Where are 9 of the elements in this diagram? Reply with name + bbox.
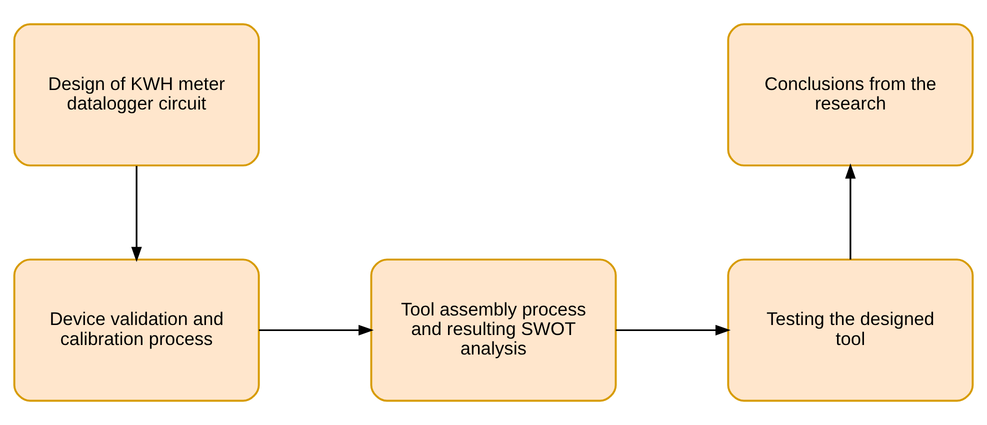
arrow — [845, 163, 856, 260]
arrow — [616, 324, 731, 336]
node-box: Device validation and calibration process — [13, 258, 260, 402]
arrow — [131, 166, 142, 262]
node-box: Testing the designed tool — [727, 258, 974, 402]
node-box: Conclusions from the research — [727, 23, 974, 166]
node-box: Design of KWH meter datalogger circuit — [13, 23, 260, 166]
arrow — [258, 324, 374, 336]
node-box: Tool assembly process and resulting SWOT analysis — [370, 258, 617, 402]
